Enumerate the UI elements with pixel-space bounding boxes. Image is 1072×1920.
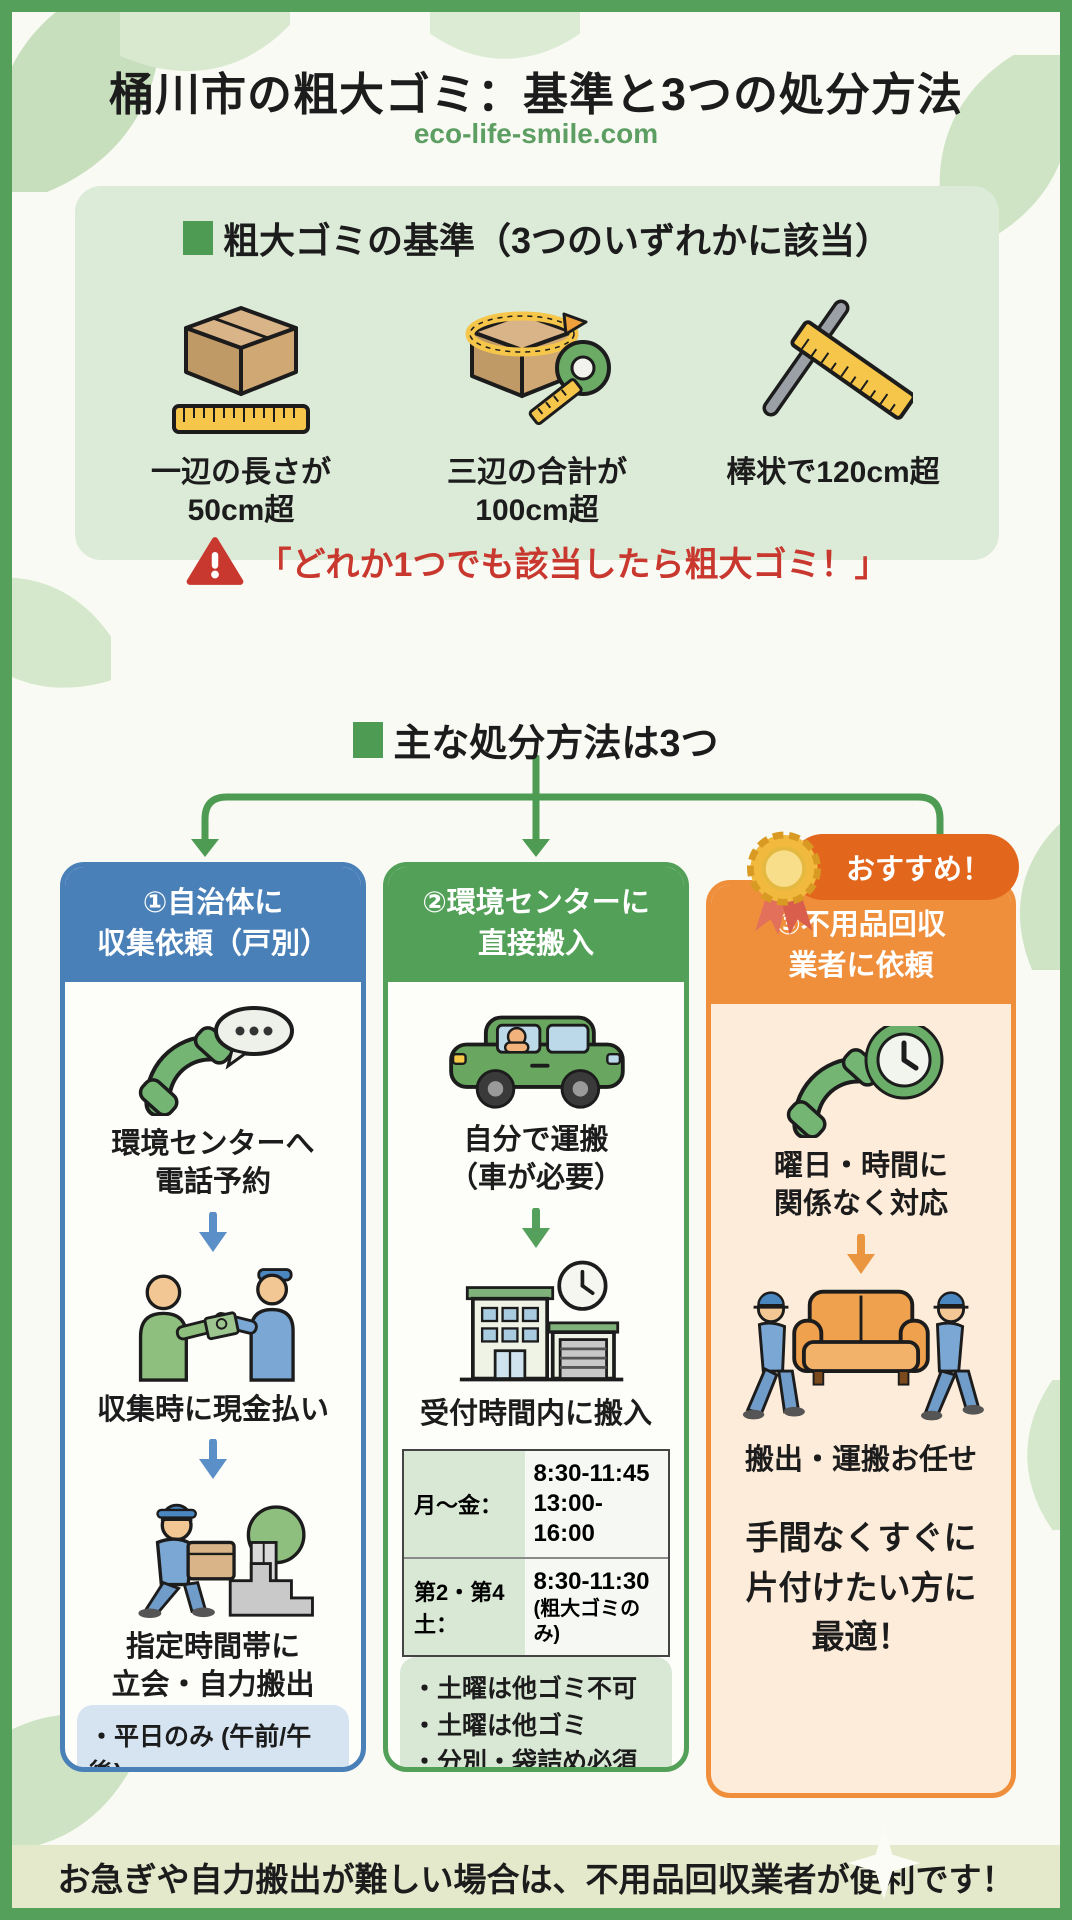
method3-step2-caption: 搬出・運搬お任せ xyxy=(744,1443,977,1476)
method1-step2-caption: 収集時に現金払い xyxy=(96,1393,329,1426)
criteria-item-three-sides: 三辺の合計が 100cm超 xyxy=(389,280,685,529)
sparkle-icon xyxy=(848,1827,920,1899)
reception-hours-table: 月〜金： 8:30-11:45 13:00-16:00 第2・第4土： 8:30… xyxy=(402,1449,670,1658)
carry-out-illustration xyxy=(138,1504,314,1619)
method1-step3-caption: 指定時間帯に 立会・自力搬出 xyxy=(111,1631,315,1701)
method2-title: ②環境センターに 直接搬入 xyxy=(388,867,684,983)
method1-step1-caption: 環境センターへ 電話予約 xyxy=(111,1128,315,1198)
method-card-city-collection: ①自治体に 収集依頼（戸別） 環境センターへ 電話予約 xyxy=(60,862,366,1772)
method1-title: ①自治体に 収集依頼（戸別） xyxy=(65,867,361,983)
table-row-weekday: 月〜金： 8:30-11:45 13:00-16:00 xyxy=(404,1451,668,1560)
down-arrow-icon xyxy=(199,1439,227,1480)
rod-ruler-icon xyxy=(753,280,913,440)
site-url[interactable]: eco-life-smile.com xyxy=(413,118,659,149)
branch-connector-arrows xyxy=(191,755,944,857)
leaf-decoration-icon xyxy=(1027,1380,1072,1530)
car-icon xyxy=(449,1015,625,1109)
method2-step2-caption: 受付時間内に搬入 xyxy=(419,1397,652,1430)
criteria-label: 棒状で120cm超 xyxy=(726,456,940,489)
leaf-decoration-icon xyxy=(120,0,290,72)
warning-triangle-icon xyxy=(186,537,243,585)
footer-banner: お急ぎや自力搬出が難しい場合は、不用品回収業者が便利です！ xyxy=(12,1827,1060,1908)
criteria-label: 三辺の合計が 100cm超 xyxy=(447,456,627,527)
environment-center-building-icon xyxy=(459,1260,624,1381)
method3-step1-caption: 曜日・時間に 関係なく対応 xyxy=(773,1150,948,1220)
criteria-warning: 「どれか1つでも該当したら粗大ゴミ！」 xyxy=(186,535,888,587)
method3-highlight: 手間なくすぐに 片付けたい方に 最適！ xyxy=(745,1519,977,1656)
green-square-bullet-icon xyxy=(353,721,384,758)
down-arrow-icon xyxy=(199,1211,227,1252)
phone-clock-icon xyxy=(786,1026,944,1139)
criteria-section: 粗大ゴミの基準（3つのいずれかに該当） xyxy=(75,186,999,585)
phone-chat-icon xyxy=(138,1006,294,1117)
box-ruler-icon xyxy=(156,280,326,440)
leaf-decoration-icon xyxy=(0,0,161,192)
sofa-carry-illustration xyxy=(742,1289,984,1420)
method1-notes: ・平日のみ (午前/午後) ・家の中からは不可 xyxy=(77,1704,349,1767)
down-arrow-icon xyxy=(847,1233,875,1274)
cash-payment-illustration xyxy=(138,1267,295,1382)
method-card-direct-carry-in: ②環境センターに 直接搬入 自分で運搬 （車が必要） xyxy=(383,862,689,1772)
criteria-item-side-length: 一辺の長さが 50cm超 xyxy=(93,280,389,529)
criteria-item-rod-length: 棒状で120cm超 xyxy=(685,280,981,529)
recommend-badge-label: おすすめ！ xyxy=(790,834,1020,900)
method-card-pickup-service: ③不用品回収 業者に依頼 曜日・時間に 関係なく対応 xyxy=(706,880,1016,1798)
page-title: 桶川市の粗大ゴミ：基準と3つの処分方法 xyxy=(108,69,964,120)
box-tape-measure-icon xyxy=(452,280,622,440)
leaf-decoration-icon xyxy=(0,577,111,688)
methods-heading: 主な処分方法は3つ xyxy=(353,712,719,767)
down-arrow-icon xyxy=(522,1207,550,1248)
method2-notes: ・土曜は他ゴミ不可 ・土曜は他ゴミ ・分別・袋詰め必須 (段ボール不可) xyxy=(400,1657,672,1767)
criteria-label: 一辺の長さが 50cm超 xyxy=(151,456,331,527)
green-square-bullet-icon xyxy=(182,221,213,255)
medal-icon xyxy=(747,831,821,935)
table-row-saturday: 第2・第4土： 8:30-11:30 (粗大ゴミのみ) xyxy=(404,1559,668,1656)
footer-text: お急ぎや自力搬出が難しい場合は、不用品回収業者が便利です！ xyxy=(57,1860,1015,1898)
method2-step1-caption: 自分で運搬 （車が必要） xyxy=(448,1124,623,1194)
criteria-heading: 粗大ゴミの基準（3つのいずれかに該当） xyxy=(182,212,891,264)
